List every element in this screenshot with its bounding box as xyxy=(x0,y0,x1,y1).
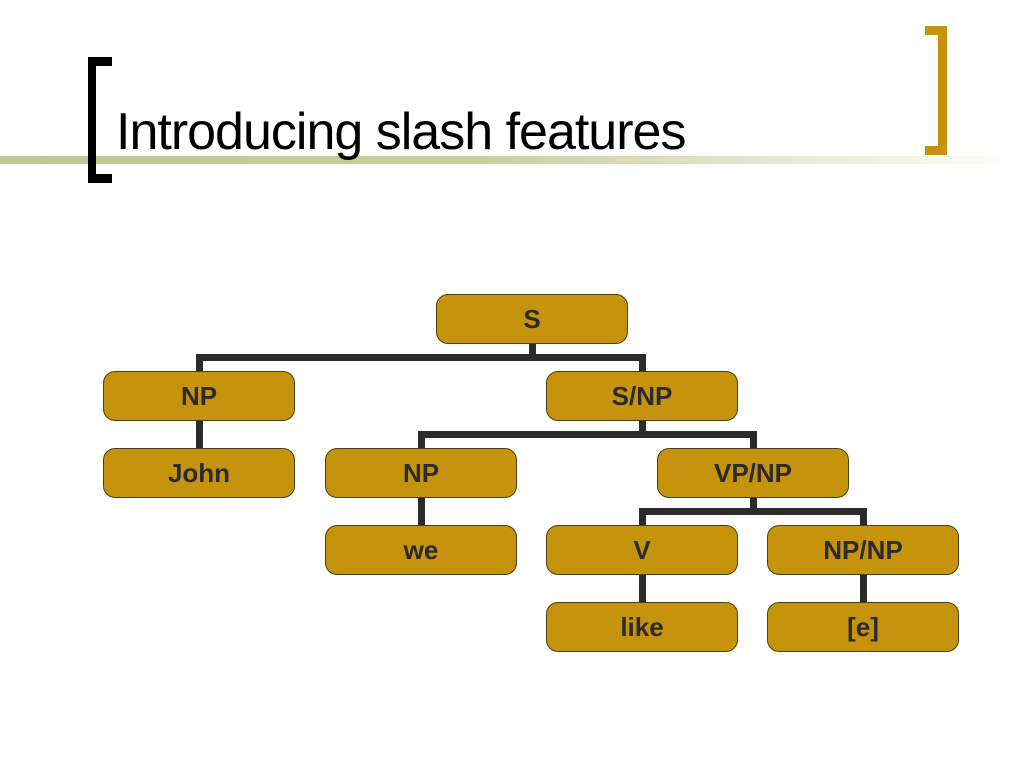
tree-node-label: like xyxy=(620,611,664,642)
tree-node-label: NP xyxy=(180,380,218,411)
tree-connector xyxy=(859,515,867,526)
tree-node-vpnp: VP/NP xyxy=(657,448,849,498)
tree-node-label: VP/NP xyxy=(713,457,793,488)
tree-connector xyxy=(195,354,646,361)
tree-node-v: V xyxy=(546,525,738,575)
tree-node-label: John xyxy=(167,457,231,488)
tree-connector xyxy=(638,508,867,515)
tree-node-john: John xyxy=(103,448,295,498)
tree-node-like: like xyxy=(546,602,738,652)
tree-node-label: S/NP xyxy=(611,380,673,411)
tree-connector xyxy=(638,420,646,438)
tree-node-label: [e] xyxy=(847,611,879,642)
tree-connector xyxy=(859,574,867,603)
tree-connector xyxy=(528,343,536,361)
tree-node-np1: NP xyxy=(103,371,295,421)
tree-connector xyxy=(749,438,757,449)
tree-connector xyxy=(195,420,203,449)
tree-node-s: S xyxy=(436,294,628,344)
tree-connector xyxy=(417,497,425,526)
slide-title: Introducing slash features xyxy=(116,103,686,161)
tree-node-np2: NP xyxy=(325,448,517,498)
tree-node-label: NP xyxy=(402,457,440,488)
tree-node-label: S xyxy=(523,303,541,334)
tree-connector xyxy=(638,361,646,372)
title-underline xyxy=(0,156,1024,164)
tree-connector xyxy=(638,515,646,526)
tree-node-label: NP/NP xyxy=(823,534,903,565)
tree-connector xyxy=(638,574,646,603)
tree-node-npnp: NP/NP xyxy=(767,525,959,575)
right-bracket-decoration xyxy=(925,26,947,155)
tree-node-label: we xyxy=(403,534,439,565)
tree-node-we: we xyxy=(325,525,517,575)
tree-connector xyxy=(417,438,425,449)
tree-connector xyxy=(195,361,203,372)
tree-connector xyxy=(417,431,757,438)
tree-node-label: V xyxy=(633,534,651,565)
tree-connector xyxy=(749,497,757,515)
tree-node-snp: S/NP xyxy=(546,371,738,421)
left-bracket-decoration xyxy=(88,57,112,183)
tree-node-e: [e] xyxy=(767,602,959,652)
